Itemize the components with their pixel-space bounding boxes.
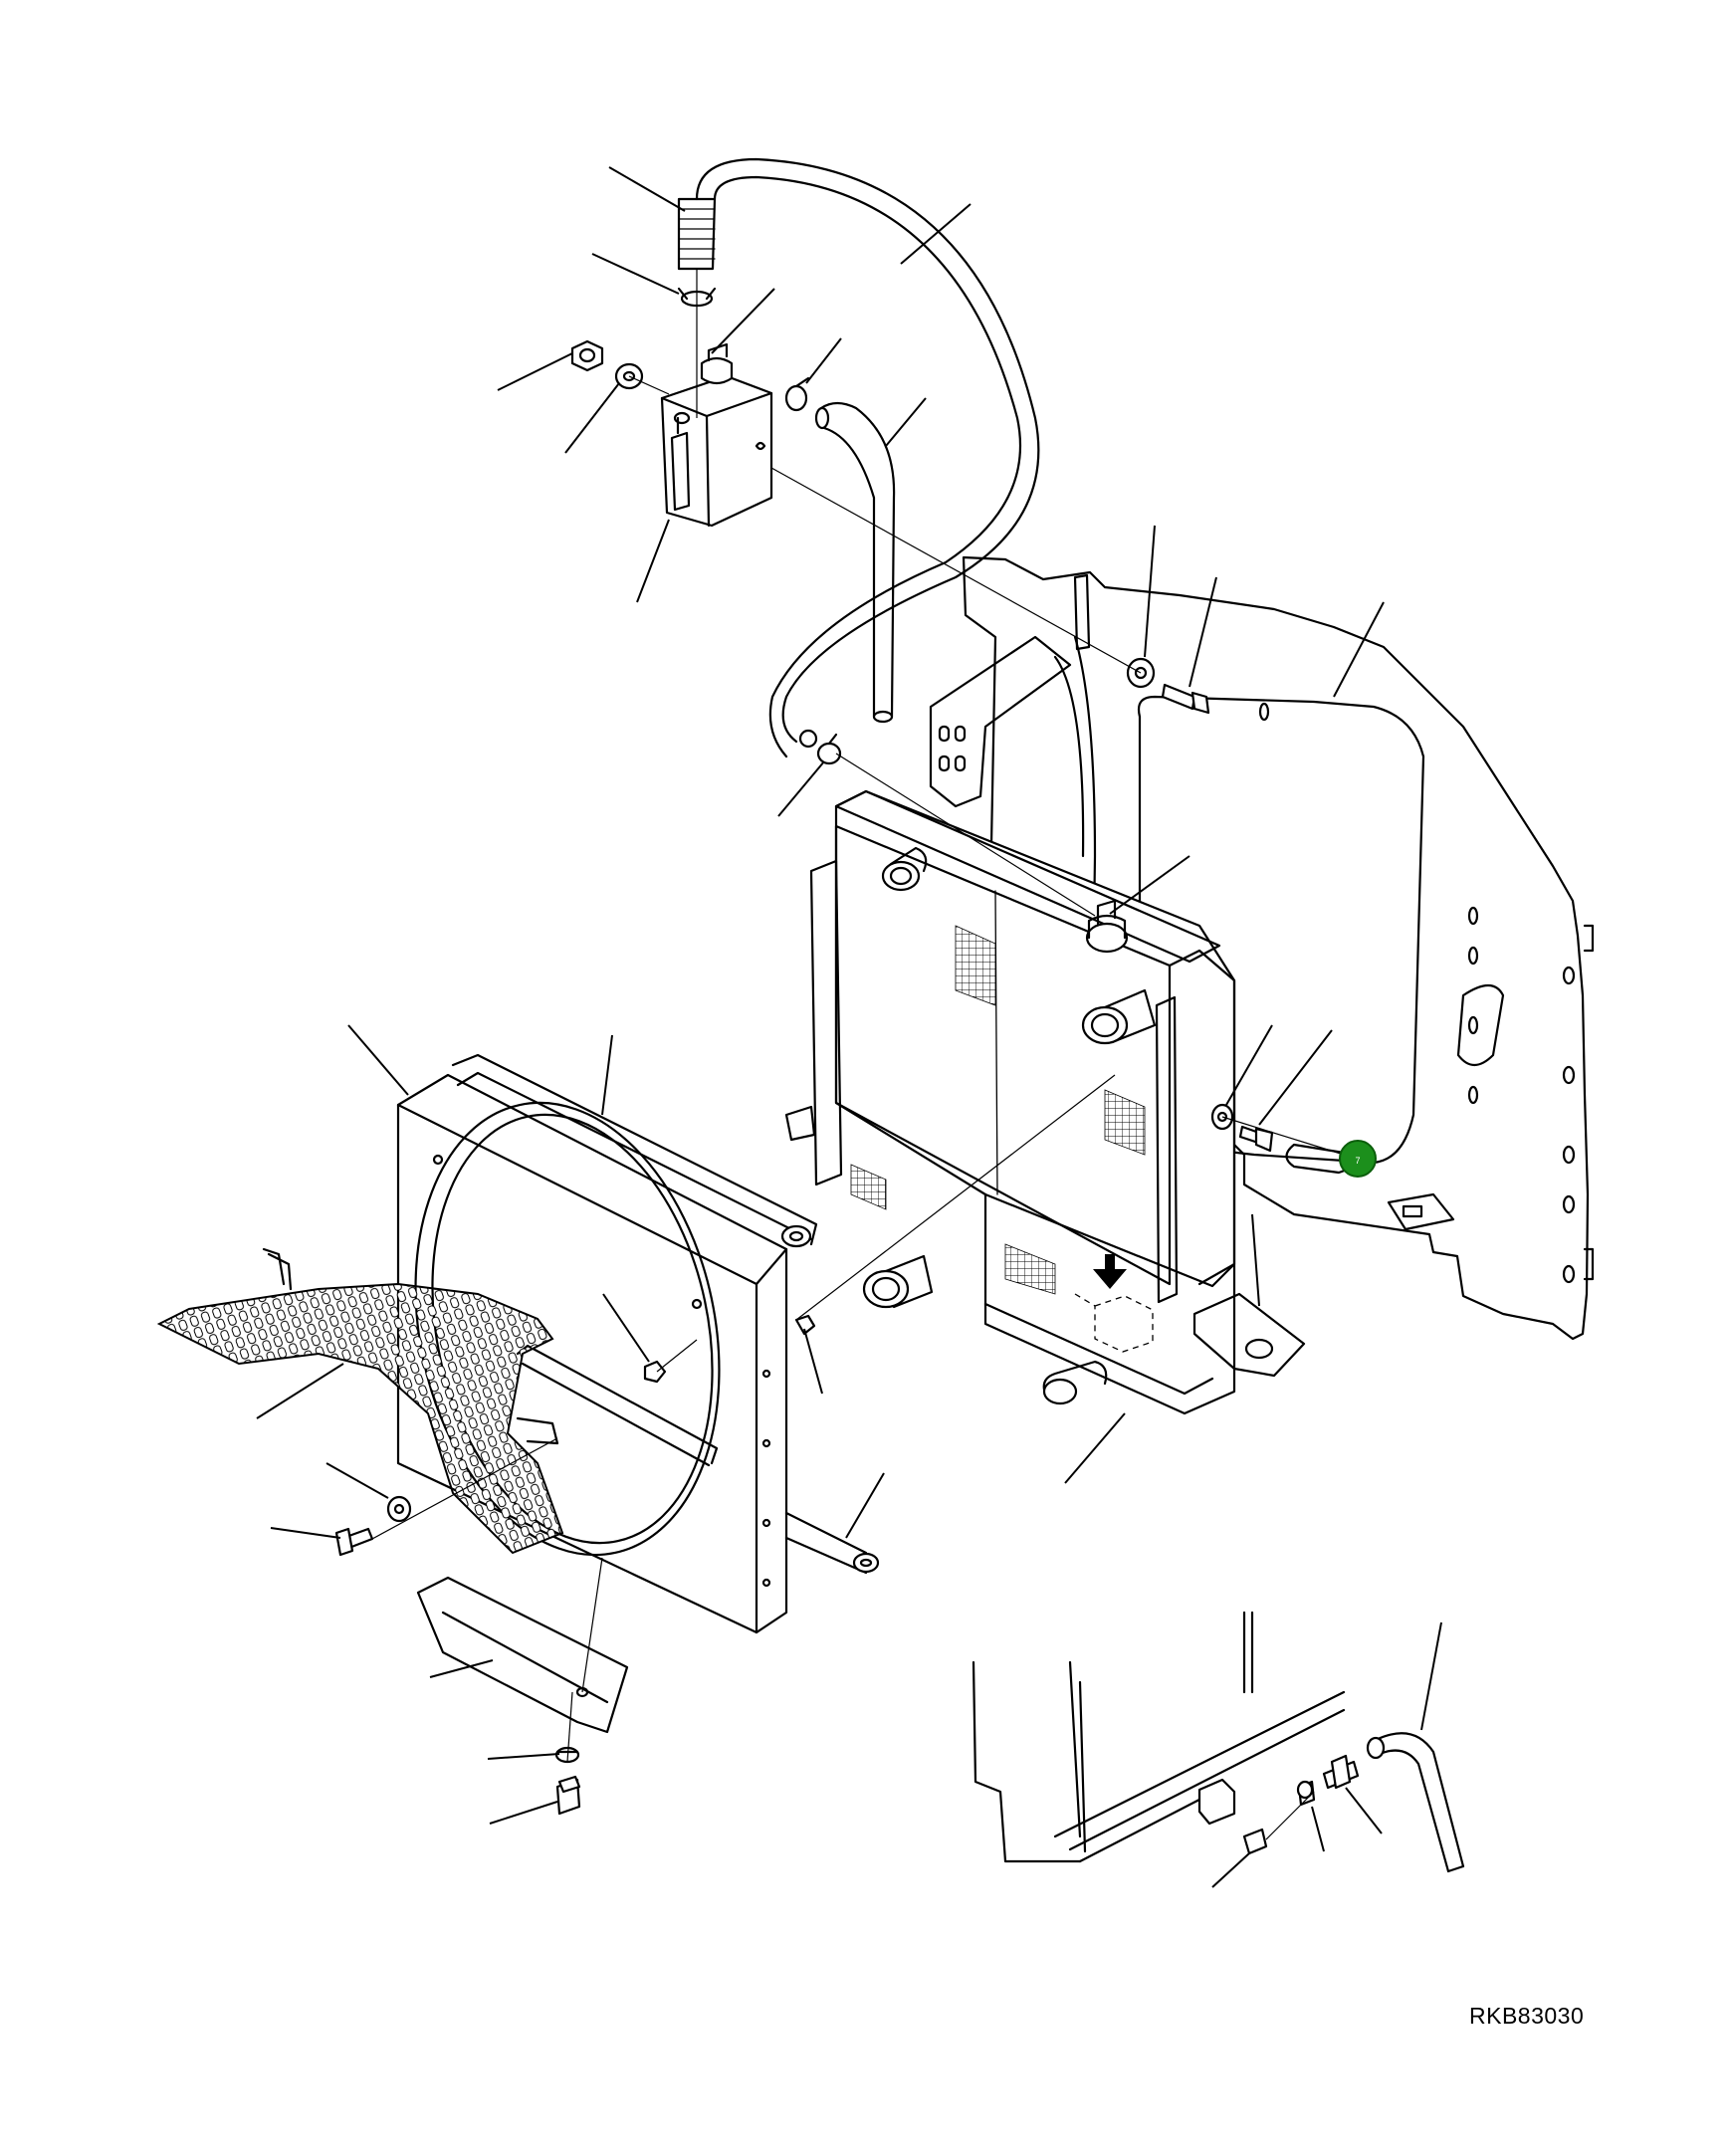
clamp-icon — [786, 378, 840, 763]
drain-valve-icon — [973, 1613, 1463, 1871]
drawing-id-label: RKB83030 — [1469, 2003, 1585, 2029]
support-bracket-icon — [931, 575, 1089, 806]
fan-guard-icon — [159, 1249, 562, 1553]
reserve-tank-icon — [662, 344, 771, 526]
bottom-bracket-icon — [418, 1578, 627, 1732]
hose-icon — [679, 159, 1038, 756]
bolt-icon — [336, 685, 1272, 1814]
assembly-center-lines — [372, 376, 1344, 1839]
leader-lines — [257, 167, 1441, 1887]
callout-marker[interactable]: 7 — [1339, 1140, 1377, 1178]
radiator-icon — [786, 791, 1304, 1413]
